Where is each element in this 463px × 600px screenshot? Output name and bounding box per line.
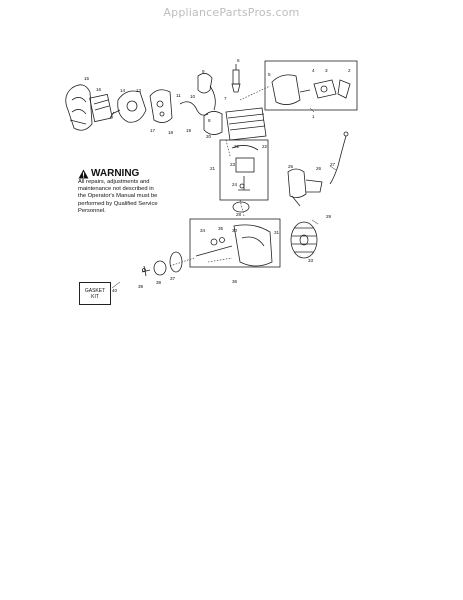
callout-22b: 22 [262,144,268,149]
callout-4: 4 [312,68,315,73]
callout-26: 26 [316,166,322,171]
part-starter-clutch[interactable] [141,251,183,277]
part-piston-box [219,139,269,201]
callout-33: 33 [308,258,314,263]
callout-24: 24 [232,182,238,187]
callout-18: 18 [168,130,174,135]
warning-notice: WARNING All repairs, adjustments and mai… [78,168,196,215]
part-housing-cover[interactable] [65,84,93,131]
callout-17: 17 [150,128,156,133]
warning-title: WARNING [91,168,140,179]
callout-7: 7 [224,96,227,101]
part-crankcase-box [189,218,281,268]
warning-line: the Operator's Manual must be [78,193,158,200]
callout-38: 38 [156,280,162,285]
callout-1: 1 [312,114,315,119]
callout-5: 5 [268,72,271,77]
callout-2: 2 [348,68,351,73]
callout-23: 23 [230,162,236,167]
gasket-kit-box[interactable]: GASKET KIT [79,282,111,305]
callout-3: 3 [325,68,328,73]
warning-line: maintenance not described in [78,186,154,193]
warning-line: All repairs, adjustments and [78,179,150,185]
callout-35: 35 [218,226,224,231]
callout-39: 39 [138,284,144,289]
callout-16: 16 [96,87,102,92]
warning-triangle-icon [78,168,89,179]
callout-28: 28 [236,212,242,217]
part-fuel-line[interactable] [179,101,209,116]
callout-21: 21 [210,166,216,171]
part-cylinder[interactable] [203,107,267,141]
callout-11: 11 [176,93,181,98]
part-base-gasket[interactable] [232,201,250,213]
callout-34: 34 [200,228,206,233]
warning-line: performed by Qualified Service [78,200,158,207]
part-flywheel[interactable] [290,221,318,259]
warning-heading: WARNING [78,168,196,179]
callout-10: 10 [190,94,196,99]
callout-13: 13 [136,88,142,93]
callout-22: 22 [234,144,240,149]
callout-14: 14 [120,88,126,93]
part-air-filter[interactable] [89,93,113,123]
callout-25: 25 [288,164,294,169]
callout-15: 15 [84,76,90,81]
callout-20: 20 [206,134,212,139]
part-spark-wire[interactable] [329,131,349,185]
callout-40: 40 [112,288,118,293]
callout-30: 30 [232,228,238,233]
part-plug-boot[interactable] [197,73,216,111]
callout-19: 19 [186,128,192,133]
callout-37: 37 [170,276,176,281]
part-carburetor[interactable] [109,90,147,123]
gasket-kit-label-1: GASKET [84,287,106,294]
site-watermark: AppliancePartsPros.com [163,6,300,19]
callout-36: 36 [232,279,238,284]
callout-29: 29 [326,214,332,219]
callout-9: 9 [202,69,205,74]
callout-8: 8 [208,118,211,123]
part-ignition-module[interactable] [287,168,323,207]
callout-27: 27 [330,162,336,167]
warning-line: Personnel. [78,207,106,214]
callout-31: 31 [274,230,280,235]
callout-6: 6 [237,58,240,63]
part-spark-plug[interactable] [231,64,241,93]
part-intake-plate[interactable] [149,89,173,123]
part-muffler-box [264,60,358,111]
gasket-kit-label-2: KIT [91,293,99,300]
